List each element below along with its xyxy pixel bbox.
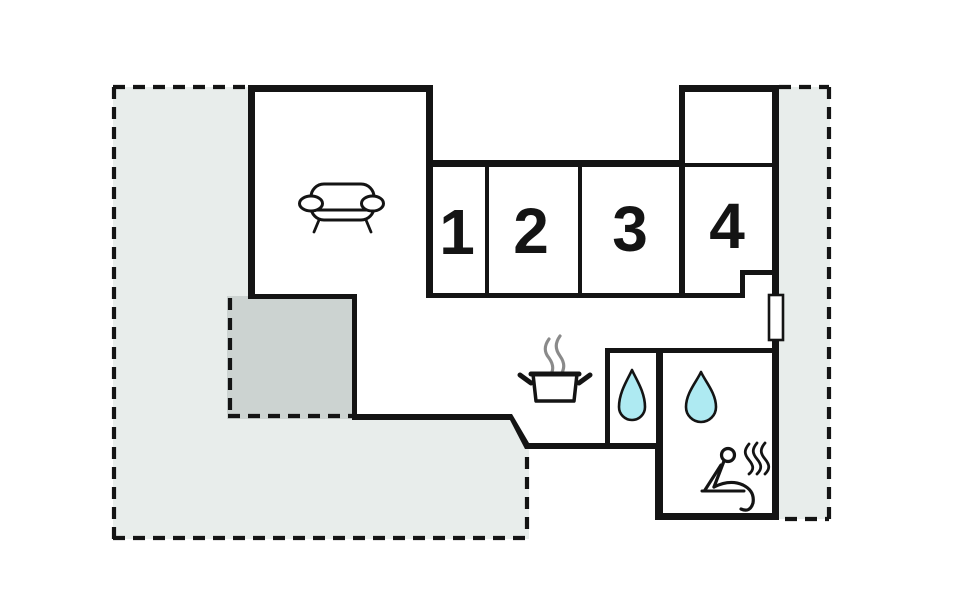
bedroom-4-area bbox=[685, 167, 772, 293]
bathroom-2-sauna-area bbox=[663, 353, 772, 513]
plot-boundary bbox=[111, 84, 832, 541]
heat-waves-icon bbox=[743, 441, 771, 476]
bedroom-2-number: 2 bbox=[513, 195, 549, 267]
bedroom-1-number: 1 bbox=[439, 196, 475, 268]
plot-area-right bbox=[779, 87, 830, 519]
sofa-icon bbox=[298, 182, 385, 234]
terrace-boundary bbox=[227, 298, 356, 419]
window-marker bbox=[767, 293, 785, 342]
water-drop-icon bbox=[617, 368, 647, 422]
bedroom-2-area bbox=[489, 167, 578, 293]
bedroom-3-area bbox=[582, 167, 679, 293]
sauna-person-icon bbox=[700, 446, 755, 512]
bedroom-3-number: 3 bbox=[612, 193, 648, 265]
entrance-room-area bbox=[685, 92, 772, 163]
terrace-area bbox=[227, 296, 356, 419]
water-drop-icon bbox=[684, 370, 718, 424]
cooking-pot-icon bbox=[517, 334, 593, 403]
bedroom-4-number: 4 bbox=[709, 190, 745, 262]
kitchen-hall-area bbox=[357, 275, 772, 443]
bedroom-1-area bbox=[433, 167, 485, 293]
